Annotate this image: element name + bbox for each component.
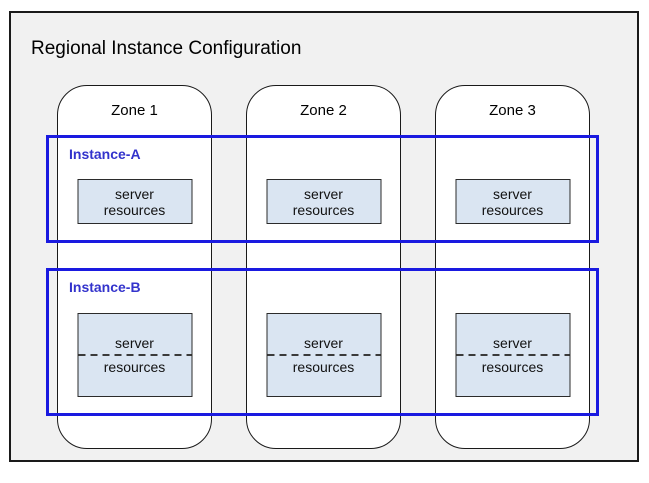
region-container: Regional Instance Configuration Zone 1 s… xyxy=(9,11,639,462)
server-resources-label-line1: server xyxy=(493,335,532,351)
zone-3: Zone 3 server resources server resources xyxy=(435,85,590,449)
server-resources-label-line2: resources xyxy=(481,359,544,375)
server-resources-label-line1: server xyxy=(115,185,154,202)
server-resources-box-instance-b-zone-1: server resources xyxy=(77,313,192,397)
dashed-split-divider xyxy=(78,354,191,356)
server-resources-label-line2: resources xyxy=(103,359,166,375)
zone-1: Zone 1 server resources server resources xyxy=(57,85,212,449)
server-resources-label-line1: server xyxy=(304,185,343,202)
zone-3-label: Zone 3 xyxy=(489,102,536,119)
zone-2-label: Zone 2 xyxy=(300,102,347,119)
dashed-split-divider xyxy=(456,354,569,356)
zone-2: Zone 2 server resources server resources xyxy=(246,85,401,449)
dashed-split-divider xyxy=(267,354,380,356)
server-resources-box-instance-a-zone-2: server resources xyxy=(266,179,381,224)
server-resources-box-instance-a-zone-3: server resources xyxy=(455,179,570,224)
server-resources-box-instance-b-zone-2: server resources xyxy=(266,313,381,397)
server-resources-label-line2: resources xyxy=(103,201,166,218)
server-resources-label-line1: server xyxy=(493,185,532,202)
zone-1-label: Zone 1 xyxy=(111,102,158,119)
diagram-title: Regional Instance Configuration xyxy=(31,38,302,59)
server-resources-box-instance-a-zone-1: server resources xyxy=(77,179,192,224)
server-resources-label-line2: resources xyxy=(292,359,355,375)
server-resources-label-line2: resources xyxy=(481,201,544,218)
server-resources-box-instance-b-zone-3: server resources xyxy=(455,313,570,397)
server-resources-label-line1: server xyxy=(115,335,154,351)
server-resources-label-line1: server xyxy=(304,335,343,351)
server-resources-label-line2: resources xyxy=(292,201,355,218)
